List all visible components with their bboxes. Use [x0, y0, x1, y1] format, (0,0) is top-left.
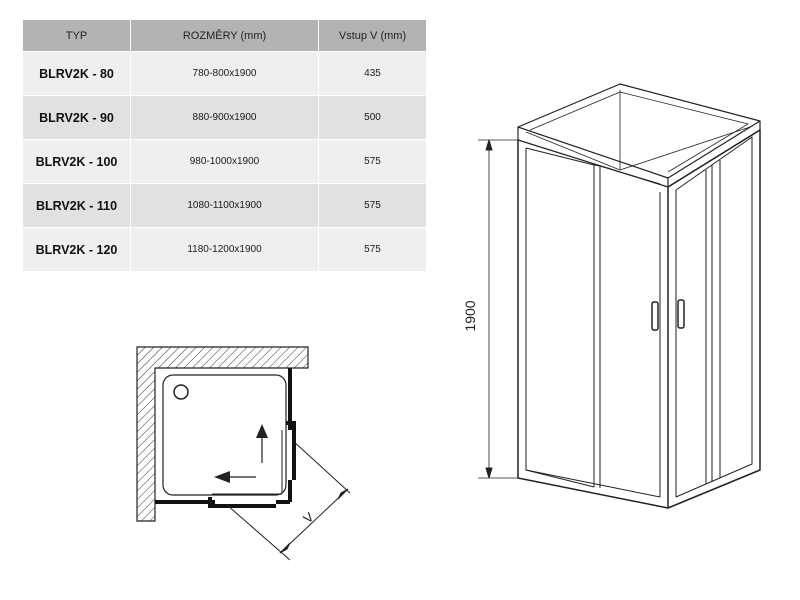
table-row: BLRV2K - 110 1080-1100x1900 575 [22, 183, 427, 228]
floor-plan: V [136, 346, 351, 561]
front-door-panel [155, 497, 290, 508]
table-row: BLRV2K - 80 780-800x1900 435 [22, 51, 427, 96]
shower-enclosure-perspective [478, 83, 761, 509]
cell-typ: BLRV2K - 100 [22, 139, 131, 184]
cell-typ: BLRV2K - 110 [22, 183, 131, 228]
shower-tray [162, 374, 287, 496]
entry-dimension-label: V [300, 509, 317, 526]
dimensions-table: TYP ROZMĚRY (mm) Vstup V (mm) BLRV2K - 8… [22, 19, 427, 272]
cell-vstup: 575 [318, 183, 427, 228]
cell-vstup: 575 [318, 139, 427, 184]
height-dimension [478, 139, 518, 479]
drain-icon [173, 384, 189, 400]
cell-typ: BLRV2K - 90 [22, 95, 131, 140]
cell-vstup: 435 [318, 51, 427, 96]
table-row: BLRV2K - 90 880-900x1900 500 [22, 95, 427, 140]
cell-rozmery: 1180-1200x1900 [130, 227, 319, 272]
table-header-row: TYP ROZMĚRY (mm) Vstup V (mm) [22, 19, 427, 52]
slide-left-arrow-icon [214, 471, 256, 483]
cell-typ: BLRV2K - 120 [22, 227, 131, 272]
table-row: BLRV2K - 100 980-1000x1900 575 [22, 139, 427, 184]
handle-side [677, 299, 685, 329]
cell-rozmery: 780-800x1900 [130, 51, 319, 96]
slide-up-arrow-icon [256, 424, 268, 463]
cell-vstup: 575 [318, 227, 427, 272]
height-dimension-label: 1900 [462, 300, 478, 331]
table-row: BLRV2K - 120 1180-1200x1900 575 [22, 227, 427, 272]
side-door-panel [286, 368, 296, 502]
cell-typ: BLRV2K - 80 [22, 51, 131, 96]
handle-front [651, 301, 659, 331]
cell-rozmery: 1080-1100x1900 [130, 183, 319, 228]
cell-vstup: 500 [318, 95, 427, 140]
cell-rozmery: 980-1000x1900 [130, 139, 319, 184]
entry-dimension [226, 439, 351, 561]
header-typ: TYP [22, 19, 131, 52]
